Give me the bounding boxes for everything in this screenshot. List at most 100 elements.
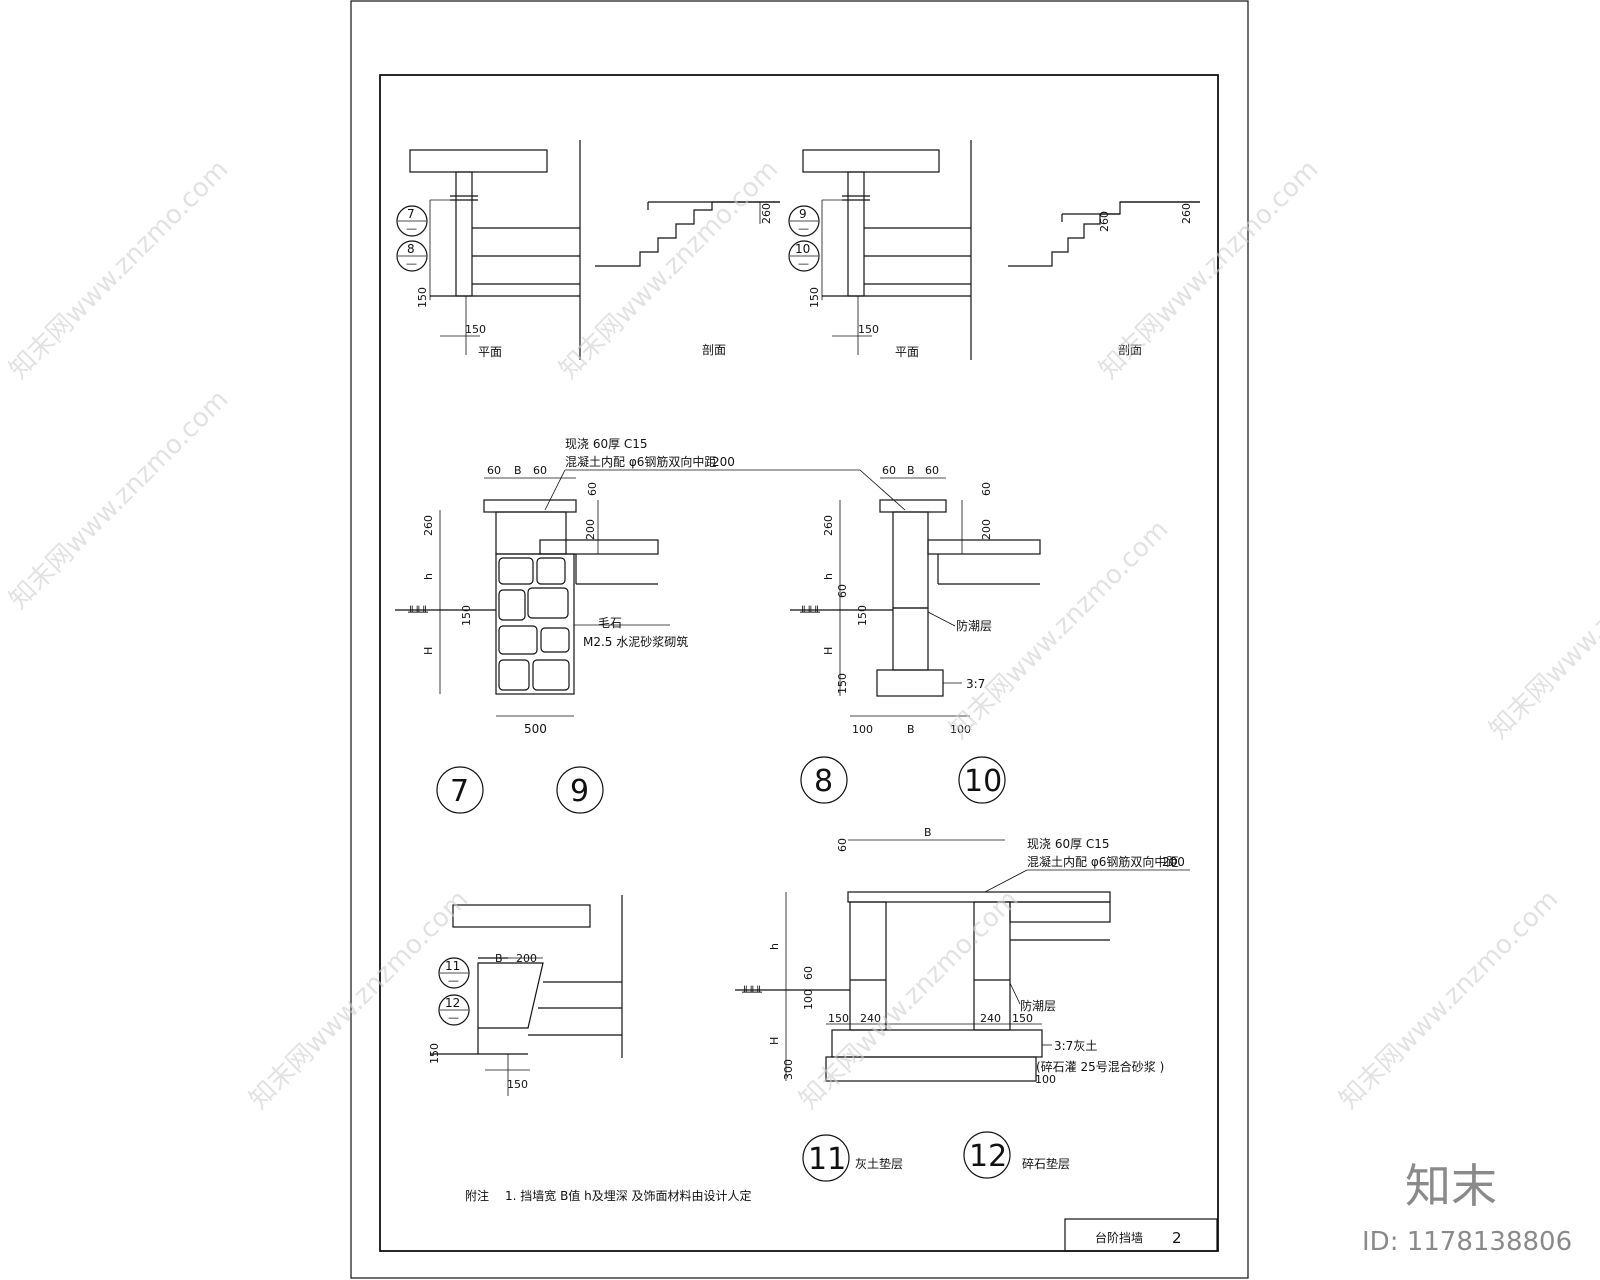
svg-text:10: 10 [795,242,810,256]
plan-view-left: 150 150 平面 7 — 8 — [396,140,581,360]
svg-text:260: 260 [422,515,435,536]
svg-text:知末网www.znzmo.com: 知末网www.znzmo.com [1334,884,1565,1115]
svg-text:100: 100 [802,989,815,1010]
svg-text:3:7: 3:7 [966,677,985,691]
detail-circle-11: 11 灰土垫层 [802,1134,903,1182]
svg-text:10: 10 [964,764,1002,799]
svg-text:h: h [822,573,835,580]
svg-text:60: 60 [586,482,599,496]
svg-text:附注: 附注 [465,1188,489,1203]
svg-text:200: 200 [516,952,537,965]
svg-text:60: 60 [487,464,501,477]
svg-text:60: 60 [882,464,896,477]
svg-text:500: 500 [524,722,547,736]
ref-bubble-11: 11 — [438,957,470,989]
svg-text:(碎石灌 25号混合砂浆 ): (碎石灌 25号混合砂浆 ) [1036,1059,1164,1074]
plan-view-bottom: B 200 150 150 11 — 12 — [428,895,623,1096]
svg-text:╨╨╨: ╨╨╨ [407,605,428,619]
ref-bubble-12: 12 — [438,994,470,1026]
ref-bubble-8: 8 — [396,240,428,272]
svg-text:防潮层: 防潮层 [956,618,992,633]
detail-circle-9: 9 [556,766,604,814]
svg-text:知末网www.znzmo.com: 知末网www.znzmo.com [4,154,235,385]
svg-text:—: — [406,222,417,235]
svg-text:现浇 60厚 C15: 现浇 60厚 C15 [565,437,648,451]
outer-frame [350,0,1249,1279]
section-label-right: 剖面 [1118,343,1142,357]
svg-text:260: 260 [760,203,773,224]
detail-circle-8: 8 [800,756,848,804]
plan-label-left: 平面 [478,345,502,359]
svg-text:150: 150 [828,1012,849,1025]
svg-text:—: — [406,257,417,270]
svg-text:200: 200 [1162,855,1185,869]
svg-text:60: 60 [925,464,939,477]
svg-text:150: 150 [428,1043,441,1064]
svg-text:260: 260 [1180,203,1193,224]
double-wall-section: 现浇 60厚 C15 混凝土内配 φ6钢筋双向中距 200 B 60 ╨╨╨ h… [735,826,1190,1086]
svg-text:150: 150 [856,605,869,626]
detail-circle-12: 12 碎石垫层 [963,1131,1070,1179]
detail-circle-10: 10 [958,756,1006,804]
svg-text:11: 11 [808,1142,846,1177]
svg-text:200: 200 [980,519,993,540]
svg-text:260: 260 [822,515,835,536]
svg-text:知末网www.znzmo.com: 知末网www.znzmo.com [244,884,475,1115]
svg-text:150: 150 [808,287,821,308]
svg-text:60: 60 [836,584,849,598]
svg-text:混凝土内配 φ6钢筋双向中距: 混凝土内配 φ6钢筋双向中距 [1027,854,1178,869]
svg-text:150: 150 [507,1078,528,1091]
svg-text:H: H [422,647,435,655]
svg-text:h: h [422,573,435,580]
ref-bubble-10: 10 — [788,240,820,272]
section-view-left: 260 剖面 [595,201,780,357]
svg-text:B: B [907,464,915,477]
svg-text:60: 60 [980,482,993,496]
svg-text:知末网www.znzmo.com: 知末网www.znzmo.com [1484,514,1600,745]
title-block: 台阶挡墙 2 [1064,1218,1218,1252]
svg-text:240: 240 [980,1012,1001,1025]
svg-text:混凝土内配 φ6钢筋双向中距: 混凝土内配 φ6钢筋双向中距 [565,454,716,469]
svg-text:200: 200 [712,455,735,469]
svg-text:7: 7 [407,207,415,221]
svg-text:B: B [924,826,932,839]
brand-watermark: 知末 [1405,1159,1497,1213]
svg-text:9: 9 [570,774,589,809]
svg-text:8: 8 [407,242,415,256]
svg-text:300: 300 [782,1059,795,1080]
id-watermark: ID: 1178138806 [1362,1227,1572,1257]
svg-text:—: — [448,1011,459,1024]
svg-text:8: 8 [814,764,833,799]
title-block-sheet-no: 2 [1172,1229,1182,1247]
svg-text:知末网www.znzmo.com: 知末网www.znzmo.com [554,154,785,385]
svg-text:9: 9 [799,207,807,221]
inner-border [379,74,1219,1252]
svg-text:B: B [907,723,915,736]
svg-text:B: B [495,952,503,965]
ref-bubble-9: 9 — [788,205,820,237]
svg-text:3:7灰土: 3:7灰土 [1054,1039,1097,1053]
plan-dim-150-h: 150 [465,323,486,336]
svg-text:240: 240 [860,1012,881,1025]
plan-dim-150-v: 150 [416,287,429,308]
svg-text:—: — [448,974,459,987]
plan-label-right: 平面 [895,345,919,359]
drawing-notes: 附注 1. 挡墙宽 B值 h及埋深 及饰面材料由设计人定 [465,1188,752,1203]
svg-text:150: 150 [460,605,473,626]
svg-text:知末网www.znzmo.com: 知末网www.znzmo.com [1094,154,1325,385]
svg-text:150: 150 [836,673,849,694]
svg-text:100: 100 [852,723,873,736]
svg-text:—: — [798,257,809,270]
svg-text:╨╨╨: ╨╨╨ [799,605,820,619]
svg-text:12: 12 [969,1139,1007,1174]
svg-text:╨╨╨: ╨╨╨ [741,985,762,999]
detail-circle-7: 7 [436,766,484,814]
svg-text:100: 100 [950,723,971,736]
svg-text:碎石垫层: 碎石垫层 [1022,1156,1070,1171]
ref-bubble-7: 7 — [396,205,428,237]
svg-text:60: 60 [802,966,815,980]
svg-text:H: H [768,1037,781,1045]
svg-text:12: 12 [445,996,460,1010]
svg-text:60: 60 [533,464,547,477]
